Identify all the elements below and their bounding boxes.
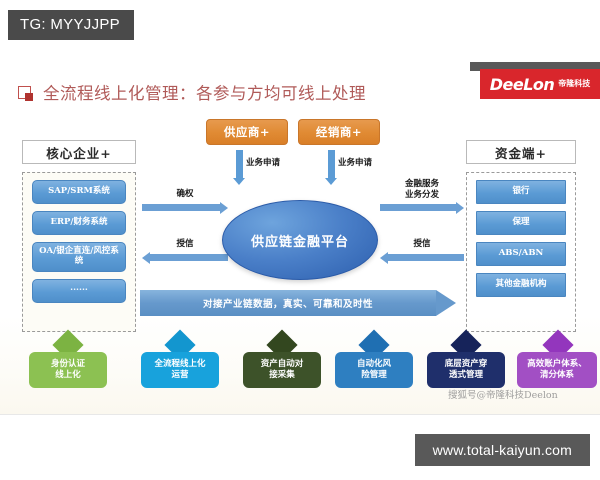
feature-6-line1: 高效账户体系、 <box>527 358 587 369</box>
feature-chip-4[interactable]: 自动化风 险管理 <box>335 352 413 388</box>
confirm-rights-label: 确权 <box>176 189 194 199</box>
feature-5-line1: 底层资产穿 <box>444 358 488 369</box>
feature-chip-6[interactable]: 高效账户体系、 清分体系 <box>517 352 597 388</box>
credit-grant-right-arrow-icon <box>380 251 464 264</box>
feature-5-line2: 透式管理 <box>448 370 483 380</box>
slide-canvas: DeeLon 帝隆科技 全流程线上化管理：各参与方均可线上处理 核心企业+ SA… <box>0 62 600 415</box>
industry-data-banner-label: 对接产业链数据，真实、可靠和及时性 <box>140 290 436 316</box>
left-item-more[interactable]: ······ <box>32 279 126 303</box>
feature-2-line2: 运营 <box>171 370 189 380</box>
core-enterprise-group: SAP/SRM系统 ERP/财务系统 OA/银企直连/风控系统 ······ <box>22 172 136 332</box>
feature-chip-3[interactable]: 资产自动对 接采集 <box>243 352 321 388</box>
banner-arrow-head-icon <box>436 290 456 316</box>
feature-chip-1[interactable]: 身份认证 线上化 <box>29 352 107 388</box>
right-panel-header: 资金端+ <box>466 140 576 164</box>
funding-side-group: 银行 保理 ABS/ABN 其他金融机构 <box>466 172 576 332</box>
feature-3-line2: 接采集 <box>269 370 295 380</box>
distributor-down-arrow-icon <box>325 150 337 185</box>
deelon-logo: DeeLon 帝隆科技 <box>470 62 600 102</box>
supplier-box[interactable]: 供应商+ <box>206 119 288 145</box>
supplier-flow-label: 业务申请 <box>246 158 281 168</box>
left-panel-header: 核心企业+ <box>22 140 136 164</box>
left-item-oa[interactable]: OA/银企直连/风控系统 <box>32 242 126 272</box>
confirm-rights-arrow-icon <box>142 201 228 214</box>
right-item-bank[interactable]: 银行 <box>476 180 566 204</box>
credit-grant-right-label: 授信 <box>413 239 431 249</box>
supply-chain-finance-platform[interactable]: 供应链金融平台 <box>222 200 378 280</box>
credit-grant-left-arrow-icon <box>142 251 228 264</box>
feature-chip-5[interactable]: 底层资产穿 透式管理 <box>427 352 505 388</box>
feature-1-line1: 身份认证 <box>50 358 85 369</box>
feature-1-line2: 线上化 <box>55 370 81 380</box>
left-item-erp[interactable]: ERP/财务系统 <box>32 211 126 235</box>
distributor-box[interactable]: 经销商+ <box>298 119 380 145</box>
credit-grant-left-label: 授信 <box>176 239 194 249</box>
financial-service-label-line2: 业务分发 <box>404 190 439 200</box>
supplier-down-arrow-icon <box>233 150 245 185</box>
logo-red-plate: DeeLon 帝隆科技 <box>480 69 600 99</box>
feature-6-line2: 清分体系 <box>539 370 574 380</box>
right-item-abs-abn[interactable]: ABS/ABN <box>476 242 566 266</box>
feature-2-line1: 全流程线上化 <box>154 358 206 369</box>
industry-data-banner-arrow: 对接产业链数据，真实、可靠和及时性 <box>140 290 456 316</box>
slide-title-row: 全流程线上化管理：各参与方均可线上处理 <box>18 80 366 104</box>
url-plate: www.total-kaiyun.com <box>414 434 590 466</box>
right-item-factoring[interactable]: 保理 <box>476 211 566 235</box>
financial-service-arrow-icon <box>380 201 464 214</box>
feature-chip-2[interactable]: 全流程线上化 运营 <box>141 352 219 388</box>
distributor-flow-label: 业务申请 <box>338 158 373 168</box>
logo-gray-bar <box>470 62 600 71</box>
feature-3-line1: 资产自动对 <box>260 358 304 369</box>
watermark-text: 搜狐号@帝隆科技Deelon <box>448 390 558 401</box>
square-bullet-icon <box>18 85 33 101</box>
right-item-other-fi[interactable]: 其他金融机构 <box>476 273 566 297</box>
page-title: 全流程线上化管理：各参与方均可线上处理 <box>43 84 366 103</box>
left-item-sap[interactable]: SAP/SRM系统 <box>32 180 126 204</box>
financial-service-label-line1: 金融服务 <box>404 179 439 189</box>
logo-brand-text: DeeLon <box>489 74 555 94</box>
feature-4-line2: 险管理 <box>361 370 387 380</box>
feature-4-line1: 自动化风 <box>356 358 391 369</box>
tg-badge: TG: MYYJJPP <box>8 10 134 40</box>
logo-chinese-text: 帝隆科技 <box>558 79 591 88</box>
